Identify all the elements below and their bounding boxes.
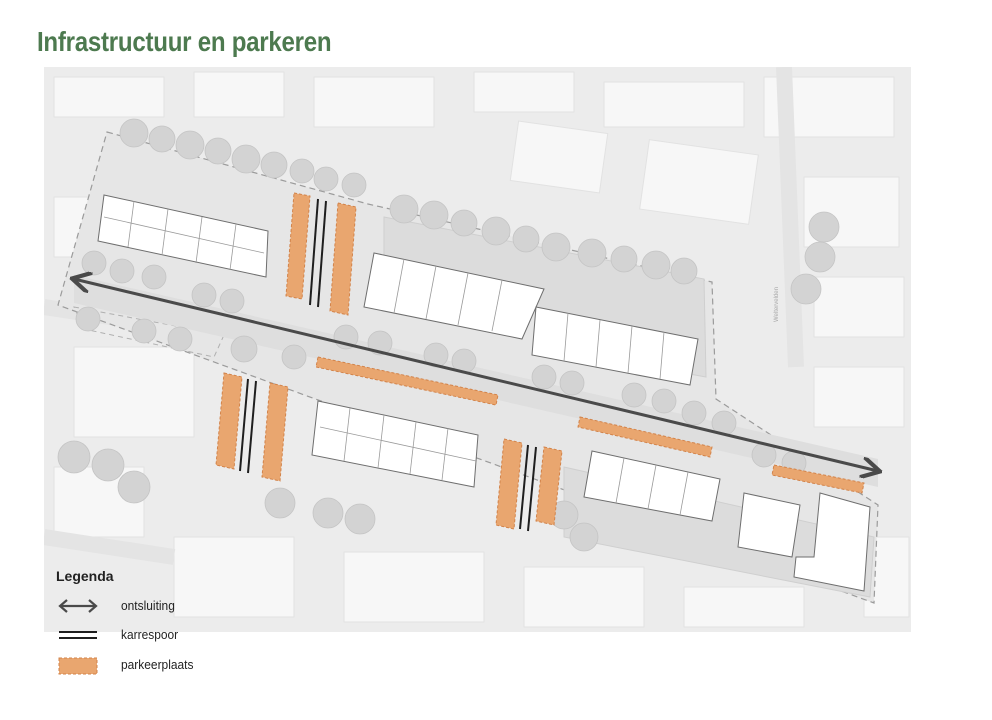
parking-area-icon [58, 657, 98, 675]
double-line-icon [59, 631, 97, 639]
legend-label-access: ontsluiting [121, 598, 175, 613]
site-map[interactable]: Weltervelden [44, 67, 911, 632]
building-east-2 [793, 492, 871, 592]
legend-title: Legenda [56, 568, 114, 584]
double-arrow-icon [58, 599, 98, 613]
legend-label-parking: parkeerplaats [121, 657, 194, 672]
surrounding-buildings [53, 71, 910, 628]
page-title: Infrastructuur en parkeren [37, 26, 332, 57]
legend-label-cart-track: karrespoor [121, 627, 179, 642]
building-east-1 [737, 492, 801, 558]
street-label: Weltervelden [774, 287, 780, 322]
access-route-arrow [74, 279, 878, 471]
